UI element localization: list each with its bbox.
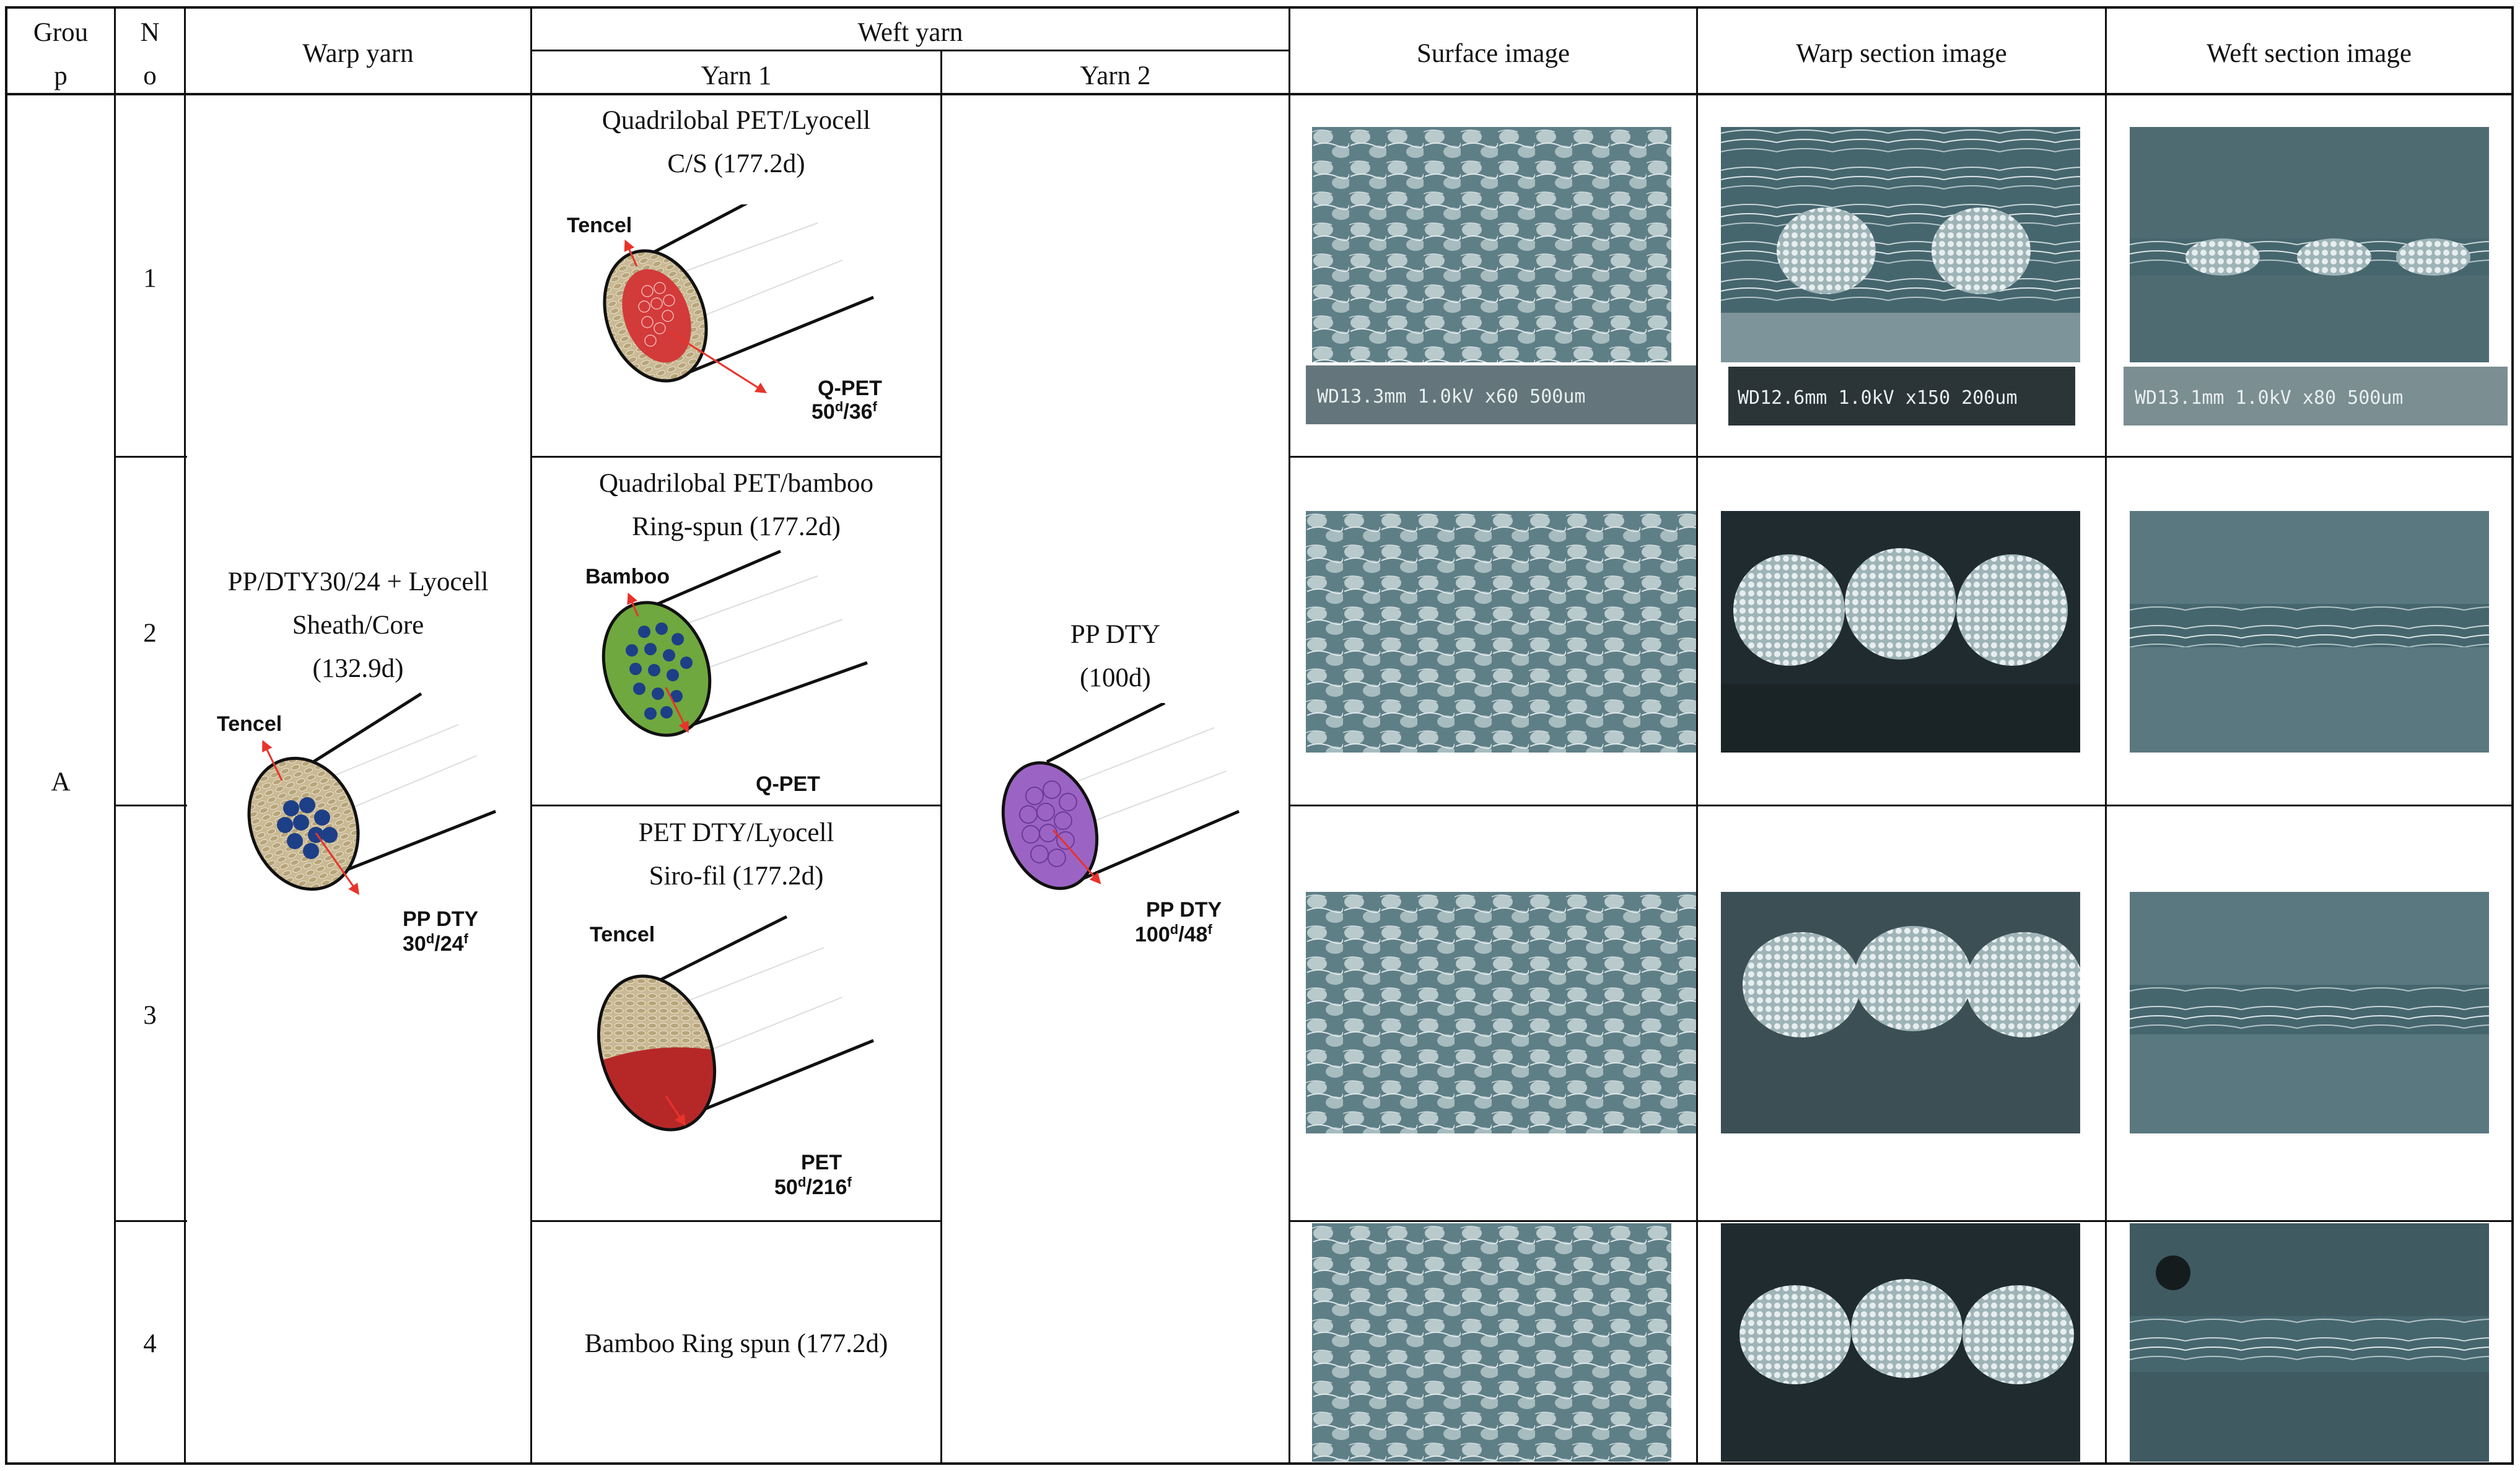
header-no: N o <box>116 11 184 98</box>
row-number-2: 2 <box>143 619 157 648</box>
row3-warp-section-sem-image <box>1721 892 2080 1133</box>
row1-weft-section-sem-image <box>2130 127 2489 362</box>
group-label: A <box>51 767 71 797</box>
row2-weft-section-sem-image <box>2130 511 2489 753</box>
row3-diagram-spec: 50d/216f <box>774 1174 852 1200</box>
warp-line-1: PP/DTY30/24 + Lyocell <box>227 567 489 596</box>
row1-yarn1-description: Quadrilobal PET/Lyocell C/S (177.2d) <box>532 99 940 186</box>
row-number-1: 1 <box>143 264 157 293</box>
row1-surface-sem-image <box>1312 127 1671 362</box>
row3-yarn1-diagram: Tencel PET 50d/216f <box>558 910 904 1214</box>
row1-yarn1-diagram: Tencel Q-PET 50d/36f <box>558 190 904 452</box>
yarn2-filaments <box>1019 780 1077 867</box>
row4-warp-section-sem-image <box>1721 1223 2080 1462</box>
row1-warp-section-sem-bar: WD12.6mm 1.0kV x150 200um <box>1728 367 2075 426</box>
row1-weft-section-sem-bar: WD13.1mm 1.0kV x80 500um <box>2124 367 2508 426</box>
header-warp-yarn: Warp yarn <box>302 39 414 68</box>
row1-warp-section-sem-image <box>1721 127 2080 362</box>
row1-diagram-outer-label: Tencel <box>567 214 632 237</box>
header-yarn2: Yarn 2 <box>1080 61 1151 90</box>
row1-surface-sem-label: WD13.3mm 1.0kV x60 500um <box>1317 386 1585 408</box>
row2-yarn1-line-1: Quadrilobal PET/bamboo <box>598 469 874 498</box>
row1-diagram-spec: 50d/36f <box>812 399 878 424</box>
row-number-3: 3 <box>143 1001 157 1030</box>
row2-yarn1-line-2: Ring-spun (177.2d) <box>632 512 841 541</box>
yarn2-diagram: PP DTY 100d/48f <box>991 701 1276 963</box>
yarn2-line-1: PP DTY <box>1070 620 1161 649</box>
yarn2-line-2: (100d) <box>1080 663 1151 692</box>
row1-yarn1-line-1: Quadrilobal PET/Lyocell <box>602 106 871 135</box>
header-surface-image: Surface image <box>1416 39 1570 68</box>
header-group-line2: p <box>54 61 68 90</box>
header-weft-section-image: Weft section image <box>2207 39 2412 68</box>
warp-diagram-core-label: PP DTY <box>403 907 479 931</box>
yarn2-diagram-spec: 100d/48f <box>1135 922 1212 947</box>
row3-diagram-core-label: PET <box>801 1151 842 1174</box>
row1-diagram-core-label: Q-PET <box>818 377 882 400</box>
row2-surface-sem-image <box>1306 511 1696 753</box>
header-group-line1: Grou <box>33 18 89 47</box>
header-weft-yarn: Weft yarn <box>857 18 963 47</box>
row2-diagram-core-label: Q-PET <box>756 772 820 796</box>
warp-diagram-spec: 30d/24f <box>403 931 469 956</box>
warp-diagram-outer-label: Tencel <box>217 712 282 736</box>
header-no-line1: N <box>140 18 160 47</box>
yarn2-diagram-core-label: PP DTY <box>1146 898 1222 922</box>
row2-warp-section-sem-image <box>1721 511 2080 753</box>
row3-yarn1-line-1: PET DTY/Lyocell <box>638 818 834 847</box>
row3-diagram-outer-label: Tencel <box>590 923 655 946</box>
row3-yarn1-line-2: Siro-fil (177.2d) <box>649 862 824 891</box>
warp-yarn-diagram: Tencel PP DTY 30d/24f <box>198 675 520 966</box>
header-no-line2: o <box>143 61 157 90</box>
row2-diagram-outer-label: Bamboo <box>585 565 670 588</box>
header-warp-section-image: Warp section image <box>1796 39 2007 68</box>
row4-surface-sem-image <box>1312 1223 1671 1462</box>
warp-yarn-description: PP/DTY30/24 + Lyocell Sheath/Core (132.9… <box>186 561 530 691</box>
header-group: Grou p <box>7 11 114 98</box>
row3-yarn1-description: PET DTY/Lyocell Siro-fil (177.2d) <box>532 811 940 898</box>
warp-line-3: (132.9d) <box>312 654 404 683</box>
row4-weft-section-sem-image <box>2130 1223 2489 1462</box>
yarn2-description: PP DTY (100d) <box>942 613 1288 700</box>
row2-yarn1-description: Quadrilobal PET/bamboo Ring-spun (177.2d… <box>532 462 940 549</box>
row2-yarn1-diagram: Bamboo Q-PET <box>558 545 904 799</box>
header-yarn1: Yarn 1 <box>701 61 772 90</box>
row1-weft-section-sem-label: WD13.1mm 1.0kV x80 500um <box>2135 387 2403 409</box>
row-number-4: 4 <box>143 1329 157 1358</box>
row4-yarn1-description: Bamboo Ring spun (177.2d) <box>584 1329 888 1358</box>
warp-line-2: Sheath/Core <box>292 611 424 640</box>
warp-core-blue <box>277 797 338 859</box>
row3-surface-sem-image <box>1306 892 1696 1133</box>
row1-yarn1-line-2: C/S (177.2d) <box>667 149 805 178</box>
row1-warp-section-sem-label: WD12.6mm 1.0kV x150 200um <box>1738 387 2018 409</box>
row3-weft-section-sem-image <box>2130 892 2489 1133</box>
row1-surface-sem-bar: WD13.3mm 1.0kV x60 500um <box>1306 365 1696 424</box>
